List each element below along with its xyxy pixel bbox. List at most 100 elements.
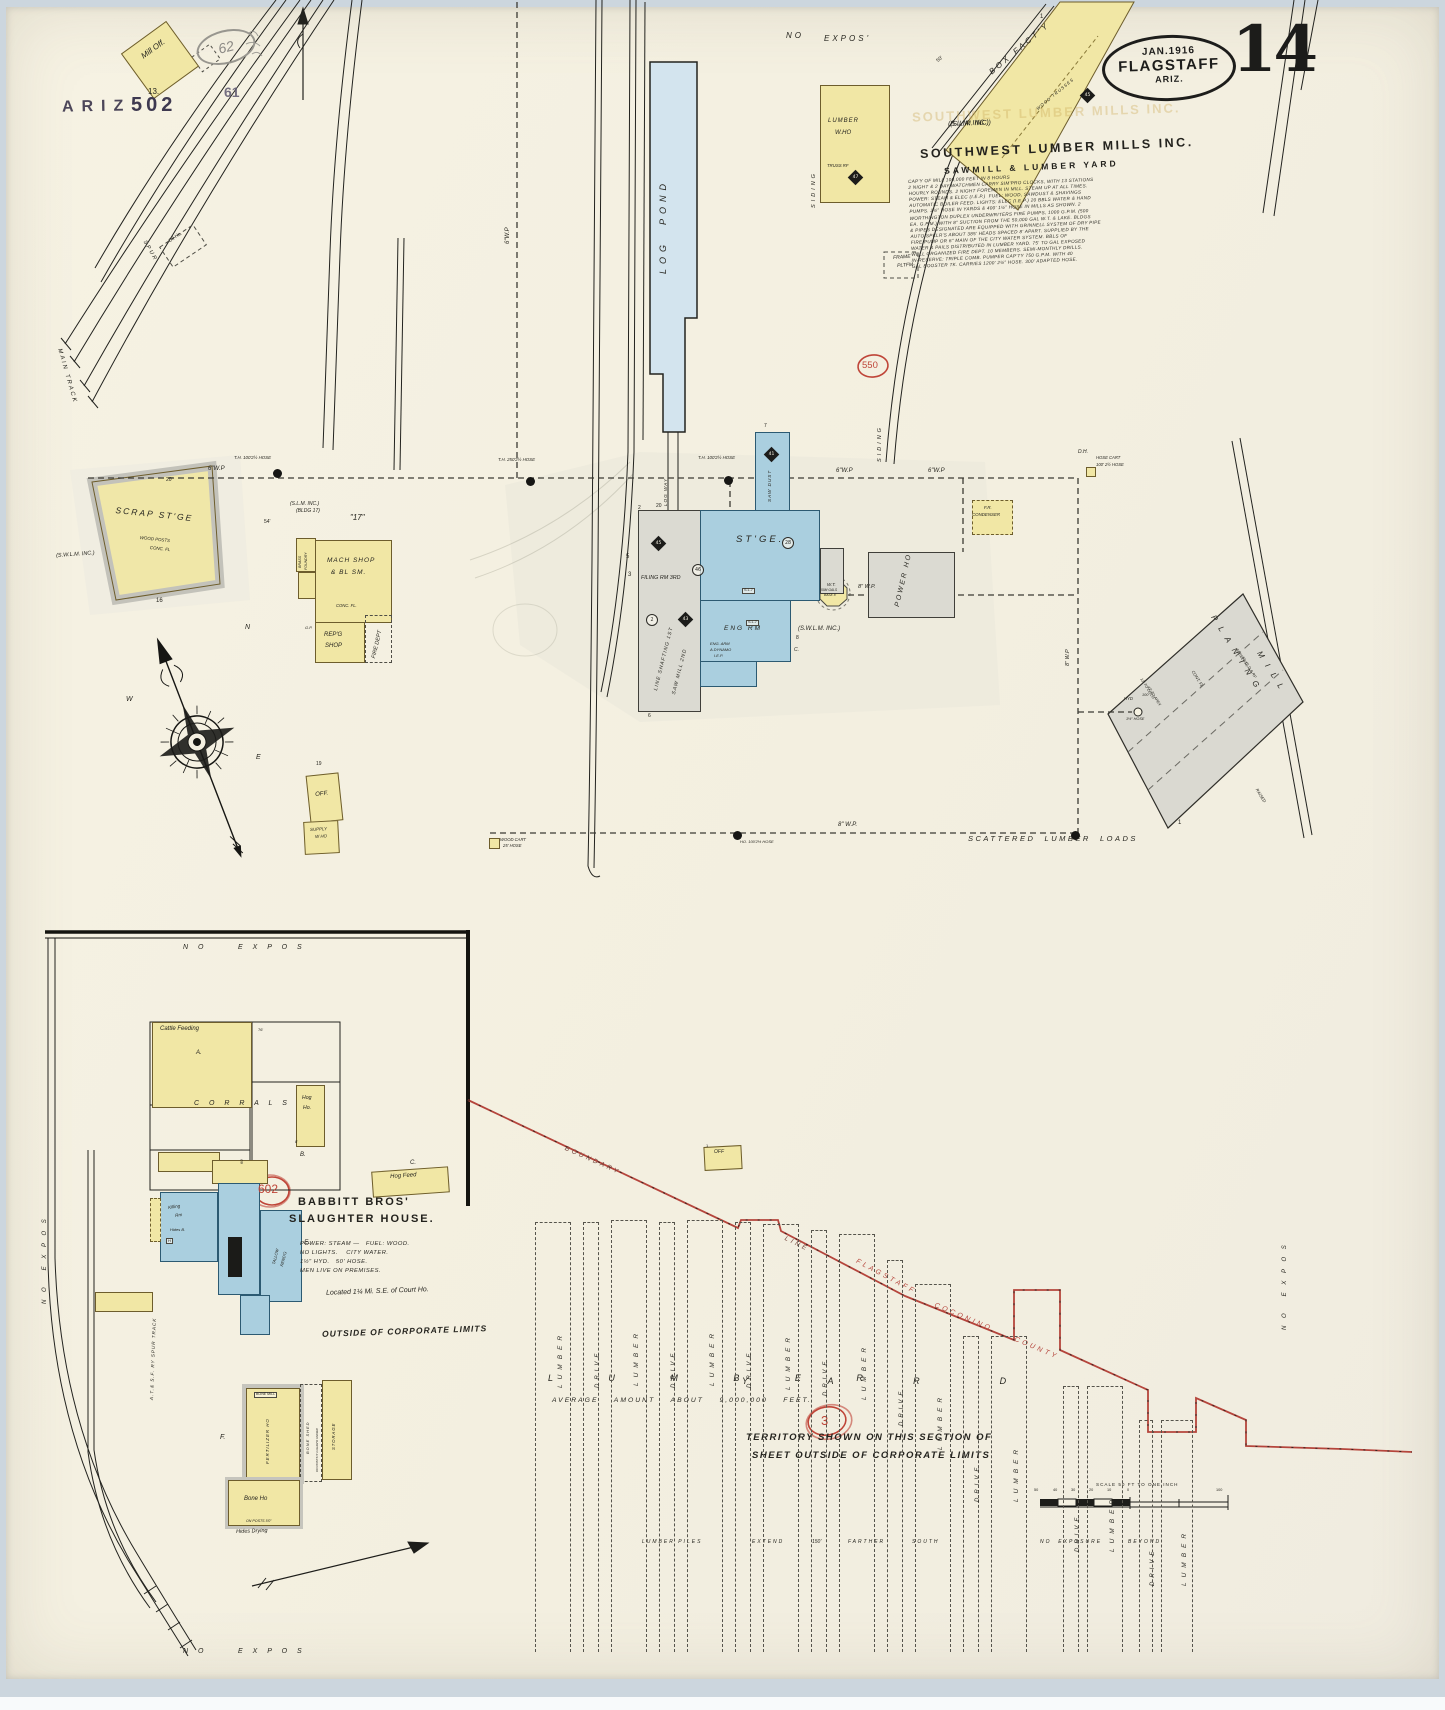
label-t-h-100-2-hose: T.H. 100'2½ HOSE — [698, 455, 736, 460]
building-power-house — [868, 552, 955, 618]
wood-cart-house — [489, 838, 500, 849]
label-ho-100-2-hose: HO. 100'2½ HOSE — [740, 839, 774, 844]
strip-label: LUMBER — [557, 1330, 564, 1388]
scale-tick-label: 50 — [1034, 1488, 1039, 1492]
label-foundry: FOUNDRY — [304, 552, 308, 570]
label-siding: SIDING — [877, 425, 883, 462]
label-3: 3 — [628, 572, 632, 578]
label-150: 150' — [812, 1539, 822, 1545]
label-no: NO — [786, 31, 804, 40]
label-cattle-feeding: Cattle Feeding — [160, 1026, 200, 1032]
strip-label: LUMBER — [709, 1328, 716, 1386]
log-way — [667, 432, 679, 512]
building-repair-shop — [315, 622, 365, 663]
label-wood-cart: WOOD CART — [500, 837, 526, 842]
strip-label: DRIVE — [823, 1357, 829, 1396]
hose-house-dot — [525, 476, 535, 486]
label-5: 5 — [626, 554, 630, 560]
north-arrow-small — [251, 1541, 430, 1591]
label-filing-rm-3rd: FILING RM 3RD — [641, 575, 681, 581]
scale-tick-label: 10 — [1107, 1488, 1112, 1492]
label-100: 100' — [1142, 693, 1150, 697]
lumber-strip-drive: DRIVE — [659, 1222, 677, 1652]
label-6-w-p: 6"W.P — [928, 468, 945, 474]
label-50m-gals: 50M GALS — [821, 588, 838, 592]
strip-label: DRIVE — [747, 1349, 753, 1388]
label-rm: Rm — [174, 1212, 183, 1218]
label-y-a-r-d: Y A R D — [742, 1376, 1021, 1386]
label-e-x-p-o-s: E X P O S — [238, 944, 306, 951]
building-bone-shed — [300, 1384, 322, 1482]
strip-label: DRIVE — [899, 1387, 905, 1426]
log-pond — [649, 61, 698, 433]
building-hog-house — [296, 1085, 325, 1147]
scan-edge — [0, 1697, 1445, 1710]
lumber-strip-lumber: LUMBER — [1161, 1420, 1193, 1652]
hydrant-circle — [1133, 707, 1143, 717]
strip-label: DRIVE — [1150, 1547, 1156, 1586]
label-1: 1 — [1040, 14, 1044, 20]
label-1: 1 — [1178, 820, 1182, 826]
building-office — [305, 772, 344, 824]
label-f-r: F.R. — [984, 505, 992, 510]
strip-label: LUMBER — [1109, 1494, 1116, 1552]
building-annex — [820, 548, 844, 594]
lumber-strip-lumber: LUMBER — [839, 1234, 875, 1652]
strip-label: LUMBER — [861, 1342, 868, 1400]
label-s-l-7: S.L.7 — [746, 620, 759, 626]
label-eng-rm: ENG RM — [724, 625, 762, 632]
compass-rose — [156, 637, 244, 858]
label-brass: BRASS — [298, 555, 302, 568]
box-factory-platform — [931, 3, 1055, 152]
label-w-ho: W HO — [314, 833, 328, 839]
county-boundary-line — [467, 1099, 1413, 1453]
lumber-strip-lumber: LUMBER — [611, 1220, 647, 1652]
label-hides-drying: Hides Drying — [235, 1527, 268, 1535]
scale-bar — [1040, 1495, 1229, 1510]
building-cattle-feeding — [152, 1022, 252, 1108]
label-19: 19 — [316, 761, 322, 767]
label-6-w-p: 6"W.P — [836, 468, 853, 474]
label-conc-fl: CONC. FL. — [336, 603, 357, 608]
label-eng-arm: ENG. ARM — [710, 641, 730, 646]
label-on-posts-5-clear-d-under: ON POSTS 5' CLEAR'D UNDER — [315, 1428, 319, 1472]
scale-tick-label: 0 — [1127, 1488, 1130, 1492]
label-bldg-17: (BLDG 17) — [296, 508, 320, 514]
pencil-mark — [492, 603, 558, 657]
scale-tick-label: 20 — [1089, 1488, 1094, 1492]
stamp-small-number: 61 — [224, 84, 240, 100]
label-log-pond: LOG POND — [658, 178, 668, 274]
label-20: 20' — [166, 477, 173, 483]
lumber-strip-lumber: LUMBER — [991, 1336, 1027, 1652]
label-base-8: BASE 8' — [824, 593, 837, 597]
label-mach-shop: MACH SHOP — [327, 557, 376, 564]
lumber-strip-drive: DRIVE — [1139, 1420, 1156, 1652]
strip-label: DRIVE — [1075, 1513, 1081, 1552]
building-condenser — [972, 500, 1013, 535]
label-condenser: CONDENSER — [972, 512, 1001, 517]
label-bone-shed: BONE SHED — [305, 1421, 310, 1454]
label-550: 550 — [862, 360, 878, 371]
label-extend: EXTEND — [752, 1539, 785, 1545]
circled-number-symbol: 46 — [692, 564, 704, 576]
babbitt-detail-line: NO LIGHTS. CITY WATER. — [300, 1250, 389, 1256]
label-60: 60' — [239, 1158, 244, 1164]
building-sawmill — [638, 510, 701, 712]
lumber-strip-drive: DRIVE — [811, 1230, 829, 1652]
label-8-w-p: 8" W.P. — [858, 584, 876, 590]
label-c: C. — [410, 1160, 416, 1166]
building-fertilizer-house — [242, 1384, 304, 1484]
label-8-w-p: 8" W.P. — [838, 822, 858, 828]
stamp-ariz: ARIZ — [61, 97, 132, 116]
strip-label: LUMBER — [785, 1332, 792, 1390]
label-bone-ho: Bone Ho — [244, 1496, 268, 1502]
label-17: "17" — [350, 513, 365, 522]
label-b: B. — [300, 1152, 306, 1158]
label-13: 13. — [148, 87, 160, 96]
lumber-strip-lumber: LUMBER — [915, 1284, 951, 1652]
label-hose-cart: HOSE CART — [1096, 455, 1121, 460]
label-average-amount-about-9-000-000-fee: AVERAGE AMOUNT ABOUT 9,000,000 FEET. — [552, 1397, 812, 1404]
fireproof-diamond-symbol: 47 — [847, 169, 863, 185]
building-storage — [700, 510, 820, 601]
scale-label: SCALE 50 FT TO ONE INCH — [1096, 1482, 1179, 1487]
